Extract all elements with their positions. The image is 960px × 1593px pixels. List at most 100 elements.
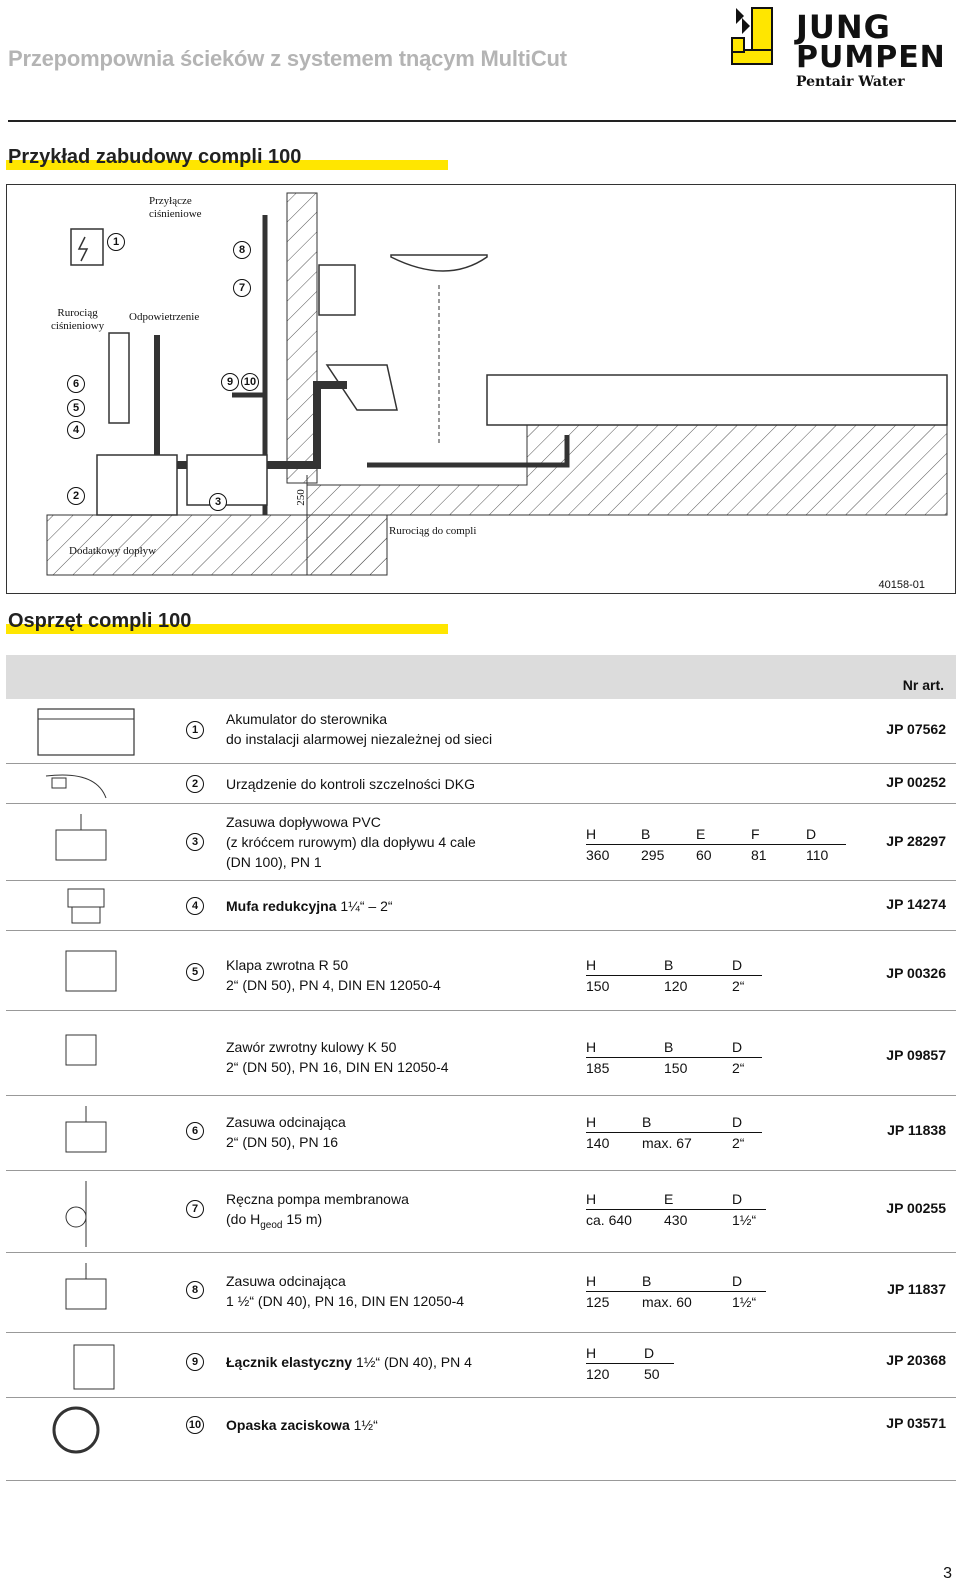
callout-9: 9 — [221, 373, 239, 391]
callout-7: 7 — [233, 279, 251, 297]
label-rurociag-cisnieniowy: Rurociąg ciśnieniowy — [51, 307, 105, 332]
item-title: Klapa zwrotna R 50 — [226, 957, 349, 973]
item-desc: 2“ (DN 50), PN 16, DIN EN 12050-4 — [226, 1059, 449, 1075]
dim-value: 60 — [696, 847, 712, 863]
article-number: JP 20368 — [886, 1352, 946, 1368]
dim-header: B — [642, 1112, 732, 1133]
dim-value: 2“ — [732, 1060, 745, 1076]
dim-value: ca. 640 — [586, 1212, 632, 1228]
jung-logo-icon — [731, 7, 773, 65]
logo-line1: JUNG — [796, 8, 891, 46]
item-desc: do instalacji alarmowej niezależnej od s… — [226, 731, 493, 747]
dim-value: 150 — [586, 978, 610, 994]
item-desc: 2“ (DN 50), PN 4, DIN EN 12050-4 — [226, 977, 441, 993]
hose-clamp-icon — [52, 1406, 100, 1454]
item-number: 3 — [186, 833, 204, 851]
item-title: Zasuwa odcinająca — [226, 1114, 346, 1130]
item-desc-text: (do H — [226, 1211, 261, 1227]
dim-header: H — [586, 1037, 664, 1058]
table-row: 4 Mufa redukcyjna 1¼“ – 2“ JP 14274 — [6, 881, 956, 931]
label-dimension-250: 250 — [294, 489, 307, 506]
item-description: Klapa zwrotna R 50 2“ (DN 50), PN 4, DIN … — [226, 955, 441, 995]
item-desc: (z króćcem rurowym) dla dopływu 4 cale (… — [226, 834, 476, 870]
item-desc: 1½“ — [353, 1417, 378, 1433]
item-number: 7 — [186, 1200, 204, 1218]
article-number: JP 28297 — [886, 833, 946, 849]
item-desc: 1½“ (DN 40), PN 4 — [355, 1354, 472, 1370]
item-title: Opaska zaciskowa — [226, 1417, 350, 1433]
dim-value: 110 — [806, 847, 829, 863]
dim-header: F — [751, 824, 806, 845]
dim-header: D — [732, 1189, 767, 1210]
battery-icon — [37, 708, 135, 756]
item-number: 2 — [186, 775, 204, 793]
logo-subtitle: Pentair Water — [796, 74, 905, 90]
dim-header: D — [806, 824, 846, 845]
label-dodatkowy-doplyw: Dodatkowy dopływ — [69, 545, 157, 557]
section-title-accessories: Osprzęt compli 100 — [8, 610, 192, 632]
table-row: 10 Opaska zaciskowa 1½“ JP 03571 — [6, 1398, 956, 1456]
article-number: JP 09857 — [886, 1047, 946, 1063]
dim-header: H — [586, 1189, 664, 1210]
article-number: JP 07562 — [886, 721, 946, 737]
dim-value: 1½“ — [732, 1294, 757, 1310]
item-title: Urządzenie do kontroli szczelności DKG — [226, 776, 475, 792]
dim-header: H — [586, 955, 664, 976]
dim-header: B — [664, 955, 732, 976]
dim-value: 125 — [586, 1294, 610, 1310]
callout-2: 2 — [67, 487, 85, 505]
item-title: Zawór zwrotny kulowy K 50 — [226, 1039, 397, 1055]
item-number: 6 — [186, 1122, 204, 1140]
item-title: Akumulator do sterownika — [226, 711, 388, 727]
dim-header: D — [732, 955, 762, 976]
dim-header: B — [664, 1037, 732, 1058]
dim-value: 2“ — [732, 1135, 745, 1151]
dim-header: H — [586, 1343, 644, 1364]
dim-value: 360 — [586, 847, 610, 863]
table-row: 2 Urządzenie do kontroli szczelności DKG… — [6, 764, 956, 804]
item-number: 8 — [186, 1281, 204, 1299]
item-title: Mufa redukcyjna — [226, 898, 337, 914]
dim-value: 81 — [751, 847, 767, 863]
label-przylacze: Przyłącze ciśnieniowe — [149, 195, 202, 220]
header-rule — [8, 120, 956, 122]
callout-8: 8 — [233, 241, 251, 259]
table-row: 3 Zasuwa dopływowa PVC (z króćcem rurowym… — [6, 804, 956, 881]
dim-value: 140 — [586, 1135, 610, 1151]
item-description: Ręczna pompa membranowa(do Hgeod 15 m) — [226, 1189, 409, 1236]
gate-valve-icon — [65, 1106, 107, 1153]
article-number: JP 00255 — [886, 1200, 946, 1216]
callout-3: 3 — [209, 493, 227, 511]
item-title: Zasuwa dopływowa PVC — [226, 814, 381, 830]
dim-value: 150 — [664, 1060, 688, 1076]
article-number: JP 03571 — [886, 1415, 946, 1431]
dim-header: E — [664, 1189, 732, 1210]
dim-value: 185 — [586, 1060, 610, 1076]
item-title: Łącznik elastyczny — [226, 1354, 353, 1370]
article-number: JP 00326 — [886, 965, 946, 981]
table-row: 7 Ręczna pompa membranowa(do Hgeod 15 m)… — [6, 1171, 956, 1253]
reducer-icon — [67, 888, 105, 924]
check-valve-icon — [65, 950, 117, 992]
section-highlight-2 — [6, 624, 448, 634]
installation-drawing — [46, 192, 948, 576]
dim-header: D — [732, 1112, 762, 1133]
article-number: JP 11838 — [887, 1122, 946, 1138]
item-desc: (do Hgeod 15 m) — [226, 1209, 409, 1236]
item-desc: 2“ (DN 50), PN 16 — [226, 1134, 339, 1150]
dim-header: E — [696, 824, 751, 845]
callout-1: 1 — [107, 233, 125, 251]
item-description: Mufa redukcyjna 1¼“ – 2“ — [226, 896, 393, 916]
dim-header: H — [586, 1112, 642, 1133]
section-highlight — [6, 160, 448, 170]
dim-value: 120 — [664, 978, 688, 994]
ball-check-valve-icon — [65, 1034, 97, 1066]
item-description: Zasuwa odcinająca 2“ (DN 50), PN 16 — [226, 1112, 346, 1152]
article-number: JP 00252 — [886, 774, 946, 790]
